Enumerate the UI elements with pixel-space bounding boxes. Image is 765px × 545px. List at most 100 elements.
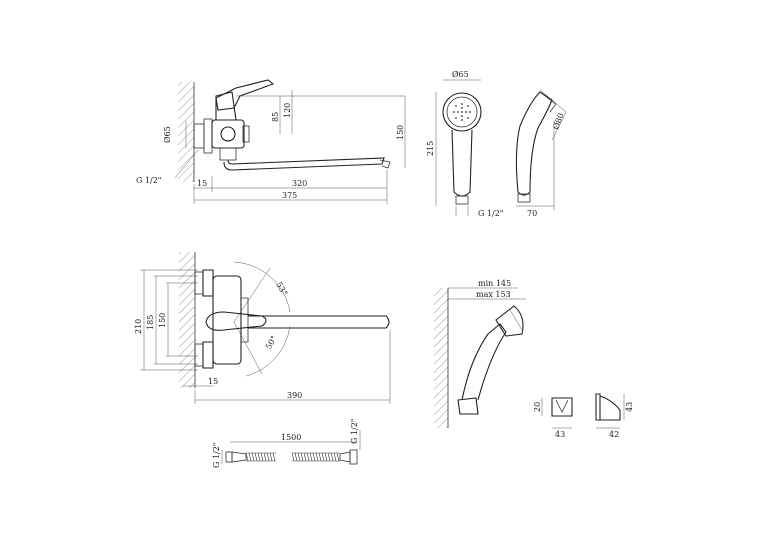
dim-85-label: 85 [271, 112, 280, 122]
hose-right-nut [349, 449, 358, 465]
hose-left-sleeve [231, 451, 247, 463]
arc-53 [233, 261, 291, 313]
lower-eccentric [194, 343, 204, 367]
nozzle-dot [465, 111, 467, 113]
mixer-body [211, 119, 245, 149]
hose-coil-segment [315, 452, 319, 462]
escutcheon [203, 118, 213, 154]
dim-line-dia80-b [551, 111, 567, 141]
wall-bracket-view: 20 43 43 42 [533, 393, 634, 439]
lower-escutcheon [202, 341, 214, 369]
dim-dia-label: Ø65 [163, 126, 172, 143]
nozzle-dot [461, 111, 463, 113]
swing-line-down [233, 321, 263, 375]
dim-320-label: 320 [292, 179, 307, 188]
diverter [219, 147, 237, 161]
dim-line-dia80-a [539, 89, 567, 113]
hose-coil-segment [330, 452, 334, 462]
shower-face-inner [446, 96, 478, 128]
hose-coil-segment [327, 452, 331, 462]
dim-215-label: 215 [426, 141, 435, 156]
dim-1500-label: 1500 [281, 433, 301, 442]
hose-coil-segment [321, 452, 325, 462]
eccentric [193, 123, 205, 149]
hose-right-sleeve [339, 451, 351, 463]
spout-top [248, 315, 390, 329]
nozzle-dot [455, 105, 457, 107]
shower-side-body [515, 91, 553, 196]
upper-escutcheon [202, 269, 214, 297]
hose-coil-segment [248, 452, 252, 462]
shower-head-front-view: Ø65 215 G 1/2" [426, 70, 504, 218]
shower-side-thread [517, 193, 531, 203]
hose-left-nut [225, 451, 233, 463]
hose-coil-segment [260, 452, 264, 462]
dim-43a-label: 43 [555, 430, 565, 439]
leader-thread [174, 149, 199, 179]
hose-coil-segment [266, 452, 270, 462]
dim-dia65-label: Ø65 [452, 70, 469, 79]
holder-shower-head [495, 305, 524, 337]
hose-coil-segment [245, 452, 249, 462]
hose-coil-segment [251, 452, 255, 462]
dim-150-label: 150 [396, 125, 405, 140]
dim-15b-label: 15 [208, 377, 218, 386]
dim-70-label: 70 [527, 209, 537, 218]
dim-375-label: 375 [282, 191, 297, 200]
hose-view: 1500 G 1/2" G 1/2" [212, 419, 361, 469]
faucet-top-view: 53° 50° 210 185 150 15 390 [134, 252, 391, 404]
dim-210-label: 210 [134, 319, 143, 334]
hose-coil-segment [263, 452, 267, 462]
nozzle-dot [461, 119, 463, 121]
shower-side-face [539, 91, 557, 113]
nozzle-dot [455, 117, 457, 119]
hose-coil-right [291, 452, 340, 462]
dim-43b-label: 43 [625, 402, 634, 412]
wall-hatch-2 [179, 252, 195, 388]
hose-coil-segment [303, 452, 307, 462]
hose-coil-segment [272, 452, 276, 462]
bracket-side-body [599, 395, 621, 421]
swing-line-up [233, 267, 271, 323]
angle-50-label: 50° [264, 334, 279, 351]
hose-coil-segment [294, 452, 298, 462]
shower-thread-end [455, 195, 469, 205]
bracket-front-slot [555, 399, 569, 413]
hose-coil-segment [336, 452, 340, 462]
hose-outline [292, 452, 340, 462]
dim-185-label: 185 [146, 315, 155, 330]
thread-label: G 1/2" [136, 176, 162, 185]
shower-head-side-view: Ø80 70 [515, 89, 567, 218]
holder-bracket [457, 397, 479, 415]
nozzle-dot [469, 111, 471, 113]
hose-coil-segment [300, 452, 304, 462]
lever [215, 79, 275, 111]
hose-coil-left [245, 452, 276, 462]
holder-shower-handle [461, 323, 507, 401]
dim-20-label: 20 [533, 402, 542, 412]
nozzle-dot [461, 103, 463, 105]
cartridge [215, 91, 237, 121]
dim-15-label: 15 [197, 179, 207, 188]
nozzle-pattern [453, 103, 471, 121]
wall-hatch-3 [434, 288, 448, 428]
hose-thread-left-label: G 1/2" [212, 443, 221, 469]
bracket-front [551, 397, 573, 417]
hose-coil-segment [297, 452, 301, 462]
hose-coil-segment [312, 452, 316, 462]
hose-coil-segment [318, 452, 322, 462]
angle-53-label: 53° [274, 281, 289, 298]
lever-top [205, 311, 267, 331]
shower-handle [451, 129, 473, 197]
hose-coil-segment [306, 452, 310, 462]
body-cap-top [241, 297, 249, 343]
mixer-knob [220, 126, 236, 142]
hose-coil-segment [269, 452, 273, 462]
hose-coil-segment [291, 452, 295, 462]
nozzle-dot [453, 111, 455, 113]
hose-coil-segment [254, 452, 258, 462]
dim-min-label: min 145 [478, 279, 511, 288]
hose-coil-segment [333, 452, 337, 462]
nozzle-dot [467, 105, 469, 107]
